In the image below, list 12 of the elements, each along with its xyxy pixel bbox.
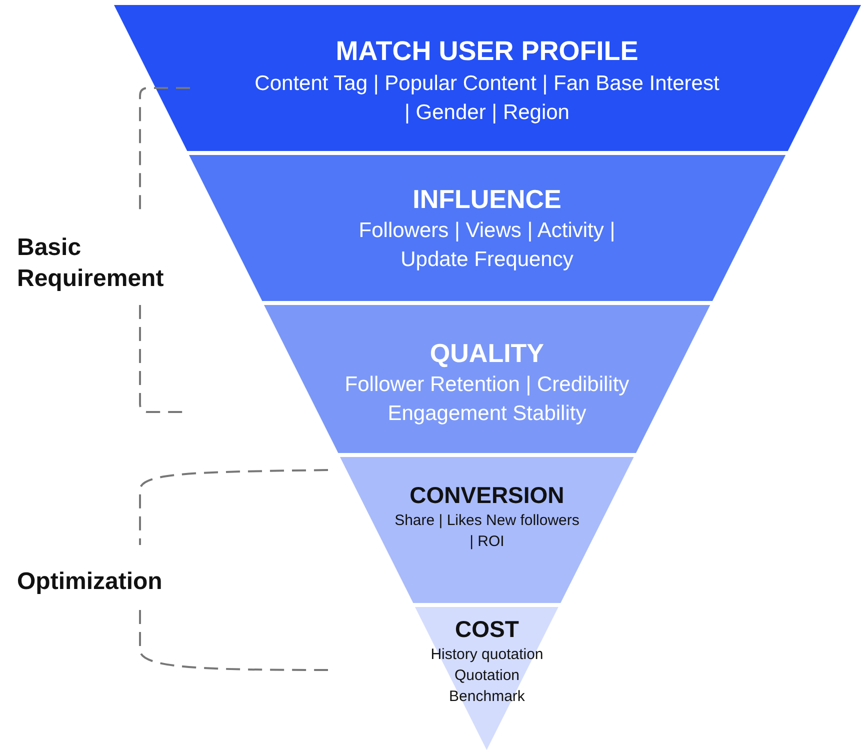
band-heading: INFLUENCE	[412, 183, 562, 216]
group-label: Basic Requirement	[17, 233, 165, 294]
band-heading: COST	[455, 615, 519, 644]
band-heading: QUALITY	[430, 337, 544, 370]
band-metrics: History quotation Quotation Benchmark	[430, 644, 544, 707]
band-metrics: Follower Retention | Credibility Engagement Stability	[344, 372, 630, 427]
band-metrics: Content Tag | Popular Content | Fan Base Interest | Gender | Region	[254, 70, 720, 126]
band-heading: CONVERSION	[410, 481, 564, 510]
band-metrics: Followers | Views | Activity | Update Frequency	[358, 218, 616, 273]
group-label: Optimization	[17, 567, 164, 597]
band-metrics: Share | Likes New followers | ROI	[394, 510, 580, 552]
band-heading: MATCH USER PROFILE	[336, 35, 638, 68]
